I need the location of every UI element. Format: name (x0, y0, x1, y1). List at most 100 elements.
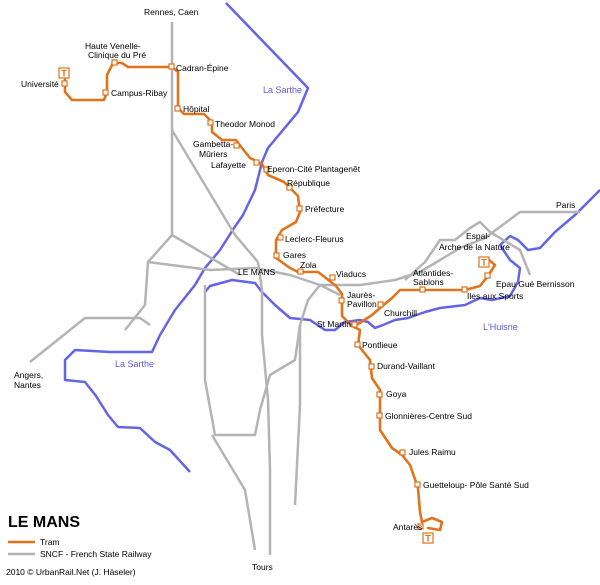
station-marker[interactable] (351, 321, 358, 328)
station-marker[interactable] (253, 159, 260, 166)
svg-text:T: T (425, 534, 431, 544)
station-label[interactable]: Préfecture (305, 204, 344, 214)
rail-east (318, 210, 580, 287)
station-marker[interactable] (111, 59, 118, 66)
station-label[interactable]: Theodor Monod (215, 119, 275, 129)
station-label[interactable]: Campus-Ribay (111, 88, 168, 98)
station-label[interactable]: Université (21, 79, 59, 89)
station-markers (61, 59, 491, 530)
station-label[interactable]: Zola (300, 260, 317, 270)
station-marker[interactable] (207, 119, 214, 126)
station-marker[interactable] (296, 205, 303, 212)
station-label[interactable]: St Martin (317, 319, 351, 329)
station-label[interactable]: Atlantides- (413, 268, 453, 278)
station-label[interactable]: Jules Raimu (409, 447, 456, 457)
legend-rail-label: SNCF - French State Railway (40, 549, 152, 559)
station-label[interactable]: Goya (386, 389, 407, 399)
tram-symbol-icon: T (422, 532, 434, 544)
river-label-huisne: L'Huisne (483, 322, 518, 332)
station-label[interactable]: Durand-Vaillant (377, 361, 436, 371)
rail-main (147, 260, 341, 297)
station-marker[interactable] (484, 272, 491, 279)
rail-north-branch (170, 129, 259, 263)
station-label[interactable]: Iles aux Sports (467, 291, 523, 301)
legend: Tram SNCF - French State Railway (8, 537, 152, 559)
station-marker[interactable] (329, 274, 336, 281)
station-label[interactable]: Hôpital (183, 104, 210, 114)
station-label[interactable]: Eperon-Cité Plantagenêt (267, 164, 361, 174)
station-label[interactable]: Gares (283, 250, 306, 260)
station-marker[interactable] (376, 391, 383, 398)
destination-rennes: Rennes, Caen (144, 7, 199, 17)
station-marker[interactable] (354, 341, 361, 348)
station-label[interactable]: Haute Venelle- (85, 41, 141, 51)
station-label[interactable]: Gambetta- (193, 139, 233, 149)
station-marker[interactable] (461, 286, 468, 293)
station-label[interactable]: Clinique du Pré (88, 50, 146, 60)
station-label[interactable]: Jaurès- (347, 290, 376, 300)
station-marker[interactable] (61, 80, 68, 87)
station-marker[interactable] (399, 449, 406, 456)
map-title: LE MANS (8, 514, 80, 531)
station-marker[interactable] (338, 297, 345, 304)
station-marker[interactable] (376, 412, 383, 419)
station-label[interactable]: Antarès (393, 522, 422, 532)
station-label[interactable]: Glonnières-Centre Sud (385, 411, 472, 421)
station-label[interactable]: Epau Gué Bernisson (496, 279, 575, 289)
station-label[interactable]: Lafayette (211, 160, 246, 170)
station-label[interactable]: Guetteloup- Pôle Santé Sud (423, 480, 529, 490)
river-sarthe (63, 2, 310, 473)
station-label[interactable]: Cadran-Épine (176, 63, 229, 73)
station-label[interactable]: Leclerc-Fleurus (285, 234, 344, 244)
rail-west2 (124, 234, 173, 331)
rail-southwest (210, 434, 257, 551)
station-marker[interactable] (277, 234, 284, 241)
rail-south2 (293, 325, 302, 506)
rail-west (29, 316, 151, 363)
rail-south-loop (203, 284, 321, 437)
station-marker[interactable] (286, 184, 293, 191)
station-label[interactable]: Espal- (466, 231, 490, 241)
rivers (63, 2, 600, 473)
station-marker[interactable] (273, 252, 280, 259)
station-label[interactable]: Pontlieue (362, 340, 398, 350)
city-label-le-mans: LE MANS (238, 267, 276, 277)
destination-tours: Tours (252, 562, 273, 572)
station-labels: Université Campus-Ribay Haute Venelle- C… (21, 41, 575, 532)
destination-nantes: Nantes (14, 380, 41, 390)
river-label-sarthe-south: La Sarthe (115, 359, 154, 369)
station-label[interactable]: République (287, 178, 330, 188)
station-label[interactable]: Mûriers (199, 149, 227, 159)
station-marker[interactable] (414, 481, 421, 488)
tram-main (63, 61, 444, 532)
legend-tram-label: Tram (40, 537, 60, 547)
tram-symbol-icon: T (478, 256, 490, 268)
rail-east2 (404, 220, 532, 281)
station-label[interactable]: Viaducs (336, 269, 366, 279)
station-label[interactable]: Sablons (413, 277, 444, 287)
station-marker[interactable] (263, 166, 270, 173)
station-marker[interactable] (233, 142, 240, 149)
railways (29, 22, 580, 555)
station-marker[interactable] (297, 268, 304, 275)
station-marker[interactable] (417, 523, 424, 530)
svg-text:T: T (61, 69, 67, 79)
station-marker[interactable] (368, 363, 375, 370)
river-huisne (204, 189, 600, 332)
tram-branch (353, 258, 497, 328)
station-marker[interactable] (102, 89, 109, 96)
station-marker[interactable] (174, 105, 181, 112)
svg-text:T: T (481, 258, 487, 268)
station-label[interactable]: Arche de la Nature (439, 242, 510, 252)
station-marker[interactable] (168, 63, 175, 70)
station-marker[interactable] (377, 301, 384, 308)
tram-symbol-icon: T (58, 67, 70, 79)
tram-line (63, 61, 497, 532)
station-label[interactable]: Pavillon (347, 299, 377, 309)
station-label[interactable]: Churchill (384, 308, 417, 318)
tram-symbols: T T T (58, 67, 490, 544)
station-marker[interactable] (419, 286, 426, 293)
destination-paris: Paris (556, 200, 575, 210)
